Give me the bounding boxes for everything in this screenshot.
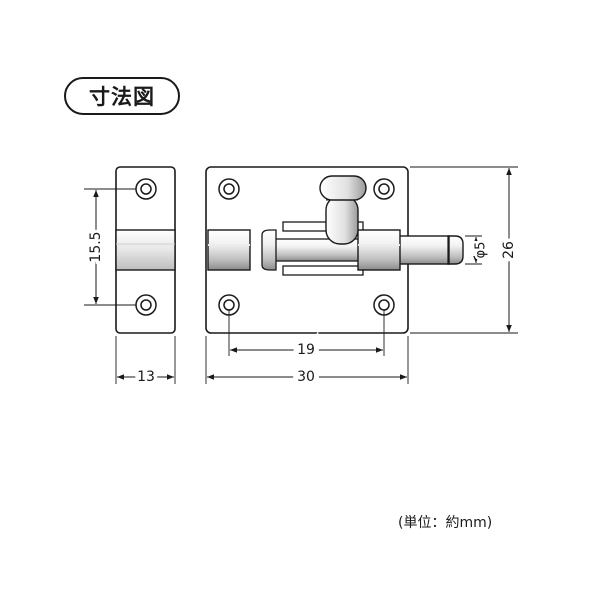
dimension-side-width: 13 <box>115 336 176 389</box>
hole-pitch-label: 19 <box>297 342 315 358</box>
hole-top-left <box>218 178 240 200</box>
drawing-title: 寸法図 <box>89 85 155 109</box>
side-bolt-band <box>115 229 176 271</box>
plate-height-label: 26 <box>501 241 517 259</box>
bolt-knob <box>319 175 367 245</box>
bolt-tip <box>447 235 464 265</box>
hole-bottom-left <box>218 294 240 316</box>
lower-guide-rail <box>282 265 364 276</box>
plate-width-label: 30 <box>297 369 315 385</box>
dimension-bolt-diameter: φ5 <box>465 235 491 265</box>
left-housing <box>207 229 251 271</box>
side-width-label: 13 <box>137 369 155 385</box>
right-housing <box>357 229 401 271</box>
hole-spacing-label: 15.5 <box>88 231 104 262</box>
upper-guide-rail <box>282 221 364 232</box>
front-view <box>205 166 464 334</box>
side-view <box>115 166 176 334</box>
unit-note: (単位：約mm) <box>398 515 493 531</box>
dimension-plate-height: 26 <box>410 166 521 334</box>
side-bottom-hole <box>135 294 157 316</box>
bolt-diameter-label: φ5 <box>474 242 489 259</box>
hole-top-right <box>373 178 395 200</box>
title-badge: 寸法図 <box>64 77 180 115</box>
side-top-hole <box>135 178 157 200</box>
dimension-hole-spacing: 15.5 <box>84 188 136 306</box>
